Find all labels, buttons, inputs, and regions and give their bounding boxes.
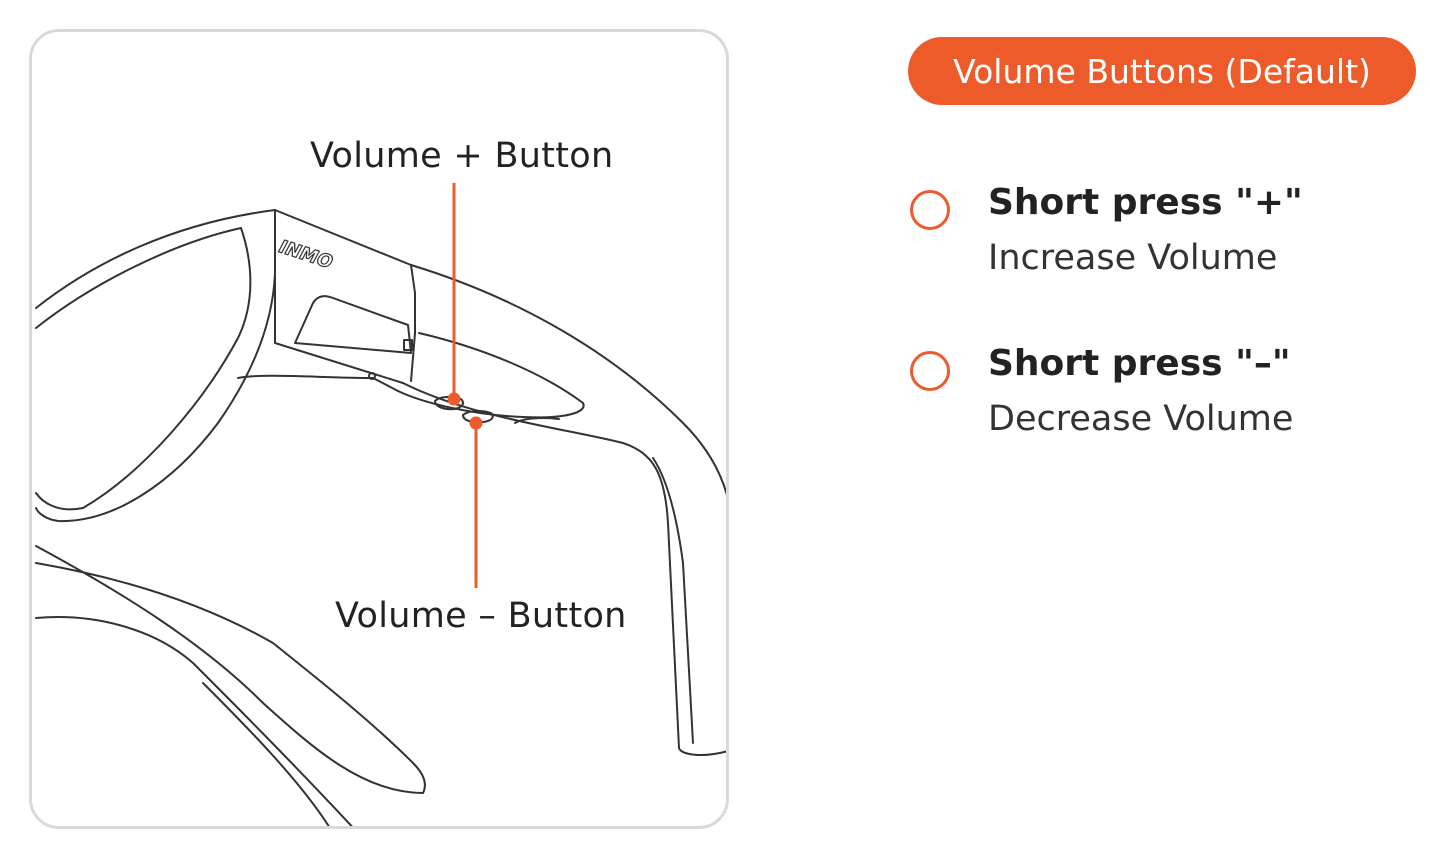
volume-plus-label: Volume + Button: [310, 136, 614, 176]
frame-outer-contour: [35, 209, 276, 523]
legend-item-title: Short press "–": [988, 343, 1291, 384]
section-title-badge: Volume Buttons (Default): [908, 37, 1416, 105]
hinge-divider: [410, 264, 416, 382]
legend-item-description: Increase Volume: [988, 238, 1278, 278]
temple-underside: [397, 390, 585, 419]
brand-logo: INMO: [275, 237, 337, 273]
glasses-drawing: INMO: [35, 183, 726, 826]
legend-item-description: Decrease Volume: [988, 399, 1294, 439]
glasses-illustration-panel: INMO Volume + Button Volume – Button: [29, 29, 729, 829]
hinge-cutout: [294, 295, 412, 354]
frame-bottom-rim: [237, 374, 399, 392]
slot-detail: [514, 417, 560, 424]
lens-outline: [35, 227, 252, 511]
second-temple-top: [35, 545, 426, 794]
volume-minus-label: Volume – Button: [335, 596, 627, 636]
screw-hole: [368, 372, 376, 380]
temple-inner-lower: [652, 457, 694, 744]
hinge-top: [274, 209, 412, 266]
volume-plus-button-shape: [434, 395, 464, 411]
second-temple-edge: [202, 682, 330, 826]
temple-inner-top: [418, 332, 584, 404]
circle-outline-icon: [910, 190, 950, 230]
plus-leader-dot: [447, 392, 461, 406]
circle-outline-icon: [910, 351, 950, 391]
second-temple-lower: [35, 616, 353, 826]
legend-item-minus: Short press "–" Decrease Volume: [908, 343, 1408, 453]
legend-item-title: Short press "+": [988, 182, 1303, 223]
hinge-front: [274, 209, 404, 384]
sensor-dot: [403, 339, 413, 351]
frame-top-edge: [35, 209, 276, 309]
legend-item-plus: Short press "+" Increase Volume: [908, 182, 1408, 292]
temple-top: [410, 264, 726, 496]
volume-minus-button-shape: [462, 409, 494, 424]
minus-leader-dot: [469, 416, 483, 430]
temple-lower: [402, 382, 726, 756]
